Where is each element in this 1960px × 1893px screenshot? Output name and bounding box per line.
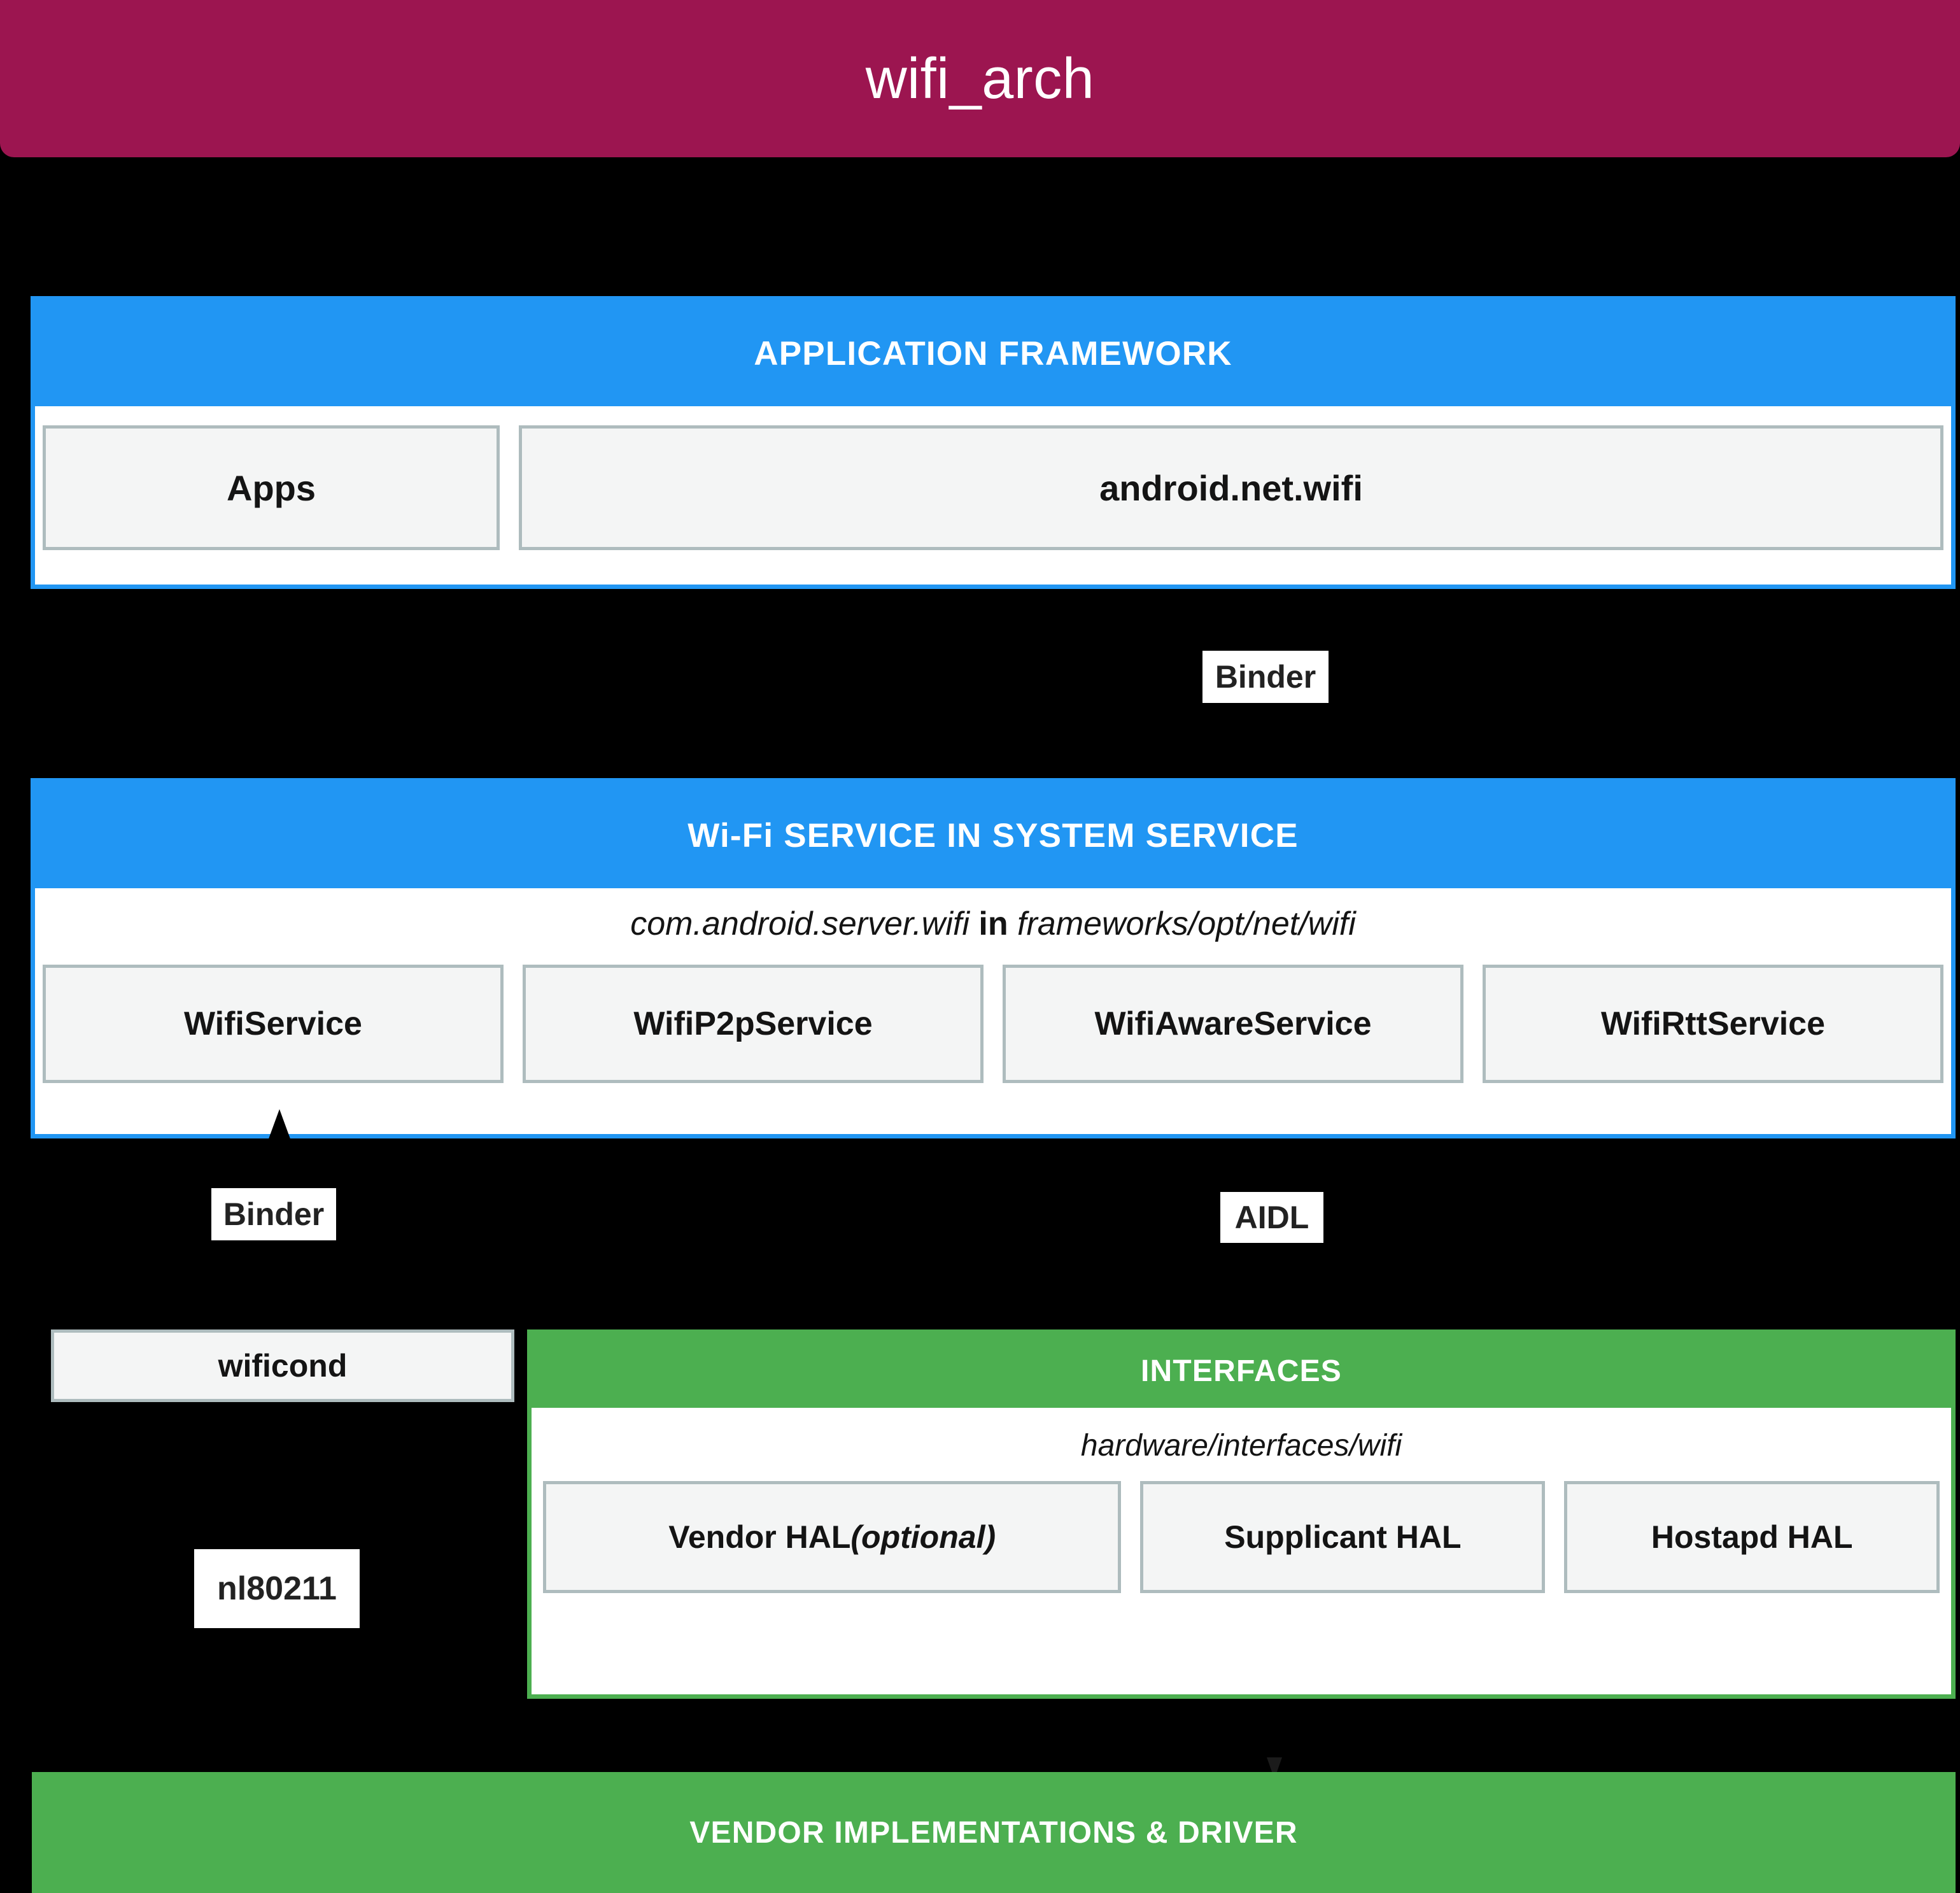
application-framework-heading: APPLICATION FRAMEWORK: [35, 301, 1951, 406]
vendor-implementations-heading: VENDOR IMPLEMENTATIONS & DRIVER: [689, 1815, 1298, 1850]
layer-wifi-service: Wi-Fi SERVICE IN SYSTEM SERVICE com.andr…: [31, 778, 1956, 1138]
component-wificond[interactable]: wificond: [51, 1329, 514, 1402]
application-framework-body: Apps android.net.wifi: [35, 406, 1951, 564]
title-bar: wifi_arch: [0, 0, 1960, 157]
wifi-service-box-row: WifiService WifiP2pService WifiAwareServ…: [43, 965, 1943, 1083]
wifi-service-joiner: in: [978, 905, 1008, 942]
interfaces-box-row: Vendor HAL (optional) Supplicant HAL Hos…: [543, 1481, 1940, 1593]
wifi-service-package: com.android.server.wifi: [630, 905, 969, 942]
page-title: wifi_arch: [865, 46, 1095, 111]
component-wifirttservice[interactable]: WifiRttService: [1483, 965, 1943, 1083]
connector-label-binder-framework: Binder: [1202, 651, 1329, 703]
component-hostapd-hal[interactable]: Hostapd HAL: [1564, 1481, 1940, 1593]
wifi-service-heading: Wi-Fi SERVICE IN SYSTEM SERVICE: [35, 783, 1951, 888]
interfaces-heading: INTERFACES: [532, 1334, 1951, 1408]
connector-label-nl80211: nl80211: [194, 1549, 360, 1628]
interfaces-path-note: hardware/interfaces/wifi: [1080, 1429, 1402, 1463]
component-vendor-hal[interactable]: Vendor HAL (optional): [543, 1481, 1122, 1593]
component-wifiawareservice[interactable]: WifiAwareService: [1003, 965, 1463, 1083]
layer-application-framework: APPLICATION FRAMEWORK Apps android.net.w…: [31, 296, 1956, 589]
wifi-service-body: com.android.server.wifi in frameworks/op…: [35, 888, 1951, 1097]
component-apps[interactable]: Apps: [43, 425, 500, 550]
application-framework-box-row: Apps android.net.wifi: [43, 425, 1943, 550]
component-wifiservice[interactable]: WifiService: [43, 965, 504, 1083]
connector-label-binder-wificond: Binder: [211, 1188, 336, 1240]
interfaces-body: hardware/interfaces/wifi Vendor HAL (opt…: [532, 1408, 1951, 1608]
component-wifip2pservice[interactable]: WifiP2pService: [523, 965, 984, 1083]
component-android-net-wifi[interactable]: android.net.wifi: [519, 425, 1943, 550]
component-supplicant-hal[interactable]: Supplicant HAL: [1140, 1481, 1546, 1593]
layer-vendor-implementations: VENDOR IMPLEMENTATIONS & DRIVER: [32, 1772, 1956, 1893]
arrow-up-icon-wifiservice: [267, 1109, 292, 1142]
wifi-service-path-note: com.android.server.wifi in frameworks/op…: [43, 905, 1943, 943]
layer-interfaces: INTERFACES hardware/interfaces/wifi Vend…: [527, 1329, 1956, 1699]
vendor-hal-label: Vendor HAL: [668, 1519, 851, 1555]
vendor-hal-optional: (optional): [850, 1519, 996, 1555]
wifi-service-path: frameworks/opt/net/wifi: [1017, 905, 1356, 942]
connector-label-aidl: AIDL: [1220, 1192, 1323, 1243]
